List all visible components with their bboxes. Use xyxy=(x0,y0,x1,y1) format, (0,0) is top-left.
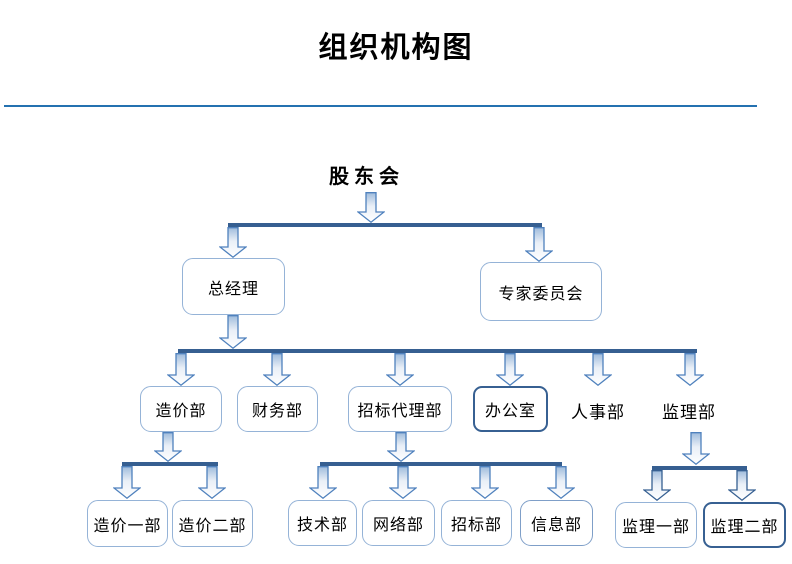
node-bidding-agency-dept: 招标代理部 xyxy=(348,386,452,432)
title-divider-line xyxy=(4,105,757,107)
down-arrow-icon xyxy=(728,470,756,501)
node-shareholders-meeting: 股东会 xyxy=(329,166,404,188)
connector-bar xyxy=(652,466,747,470)
down-arrow-icon xyxy=(219,227,247,258)
connector-bar xyxy=(178,349,697,353)
connector-bar xyxy=(228,223,542,227)
node-cost-dept-2: 造价二部 xyxy=(172,500,253,547)
down-arrow-icon xyxy=(389,466,417,499)
down-arrow-icon xyxy=(357,192,385,223)
down-arrow-icon xyxy=(676,353,704,386)
node-general-manager: 总经理 xyxy=(182,258,285,315)
node-office: 办公室 xyxy=(473,386,548,432)
down-arrow-icon xyxy=(584,353,612,386)
page-title: 组织机构图 xyxy=(318,32,474,64)
down-arrow-icon xyxy=(643,470,671,501)
down-arrow-icon xyxy=(386,353,414,386)
node-expert-committee: 专家委员会 xyxy=(480,262,602,321)
node-info-dept: 信息部 xyxy=(520,500,593,546)
down-arrow-icon xyxy=(219,315,247,349)
down-arrow-icon xyxy=(154,432,182,462)
node-cost-dept-1: 造价一部 xyxy=(87,500,168,547)
down-arrow-icon xyxy=(387,432,415,462)
connector-bar xyxy=(122,462,218,466)
node-tech-dept: 技术部 xyxy=(288,500,357,546)
down-arrow-icon xyxy=(198,466,226,499)
down-arrow-icon xyxy=(471,466,499,499)
node-cost-dept: 造价部 xyxy=(140,386,222,432)
down-arrow-icon xyxy=(496,353,524,386)
down-arrow-icon xyxy=(113,466,141,499)
down-arrow-icon xyxy=(547,466,575,499)
down-arrow-icon xyxy=(309,466,337,499)
node-supervision-dept: 监理部 xyxy=(662,403,716,422)
node-finance-dept: 财务部 xyxy=(237,386,318,432)
node-supervision-dept-2: 监理二部 xyxy=(703,502,786,548)
down-arrow-icon xyxy=(525,227,553,262)
node-hr-dept: 人事部 xyxy=(571,403,625,422)
down-arrow-icon xyxy=(682,432,710,465)
down-arrow-icon xyxy=(167,353,195,386)
down-arrow-icon xyxy=(263,353,291,386)
node-bidding-dept: 招标部 xyxy=(441,500,512,546)
node-supervision-dept-1: 监理一部 xyxy=(615,502,697,548)
connector-bar xyxy=(320,462,562,466)
node-network-dept: 网络部 xyxy=(362,500,435,546)
